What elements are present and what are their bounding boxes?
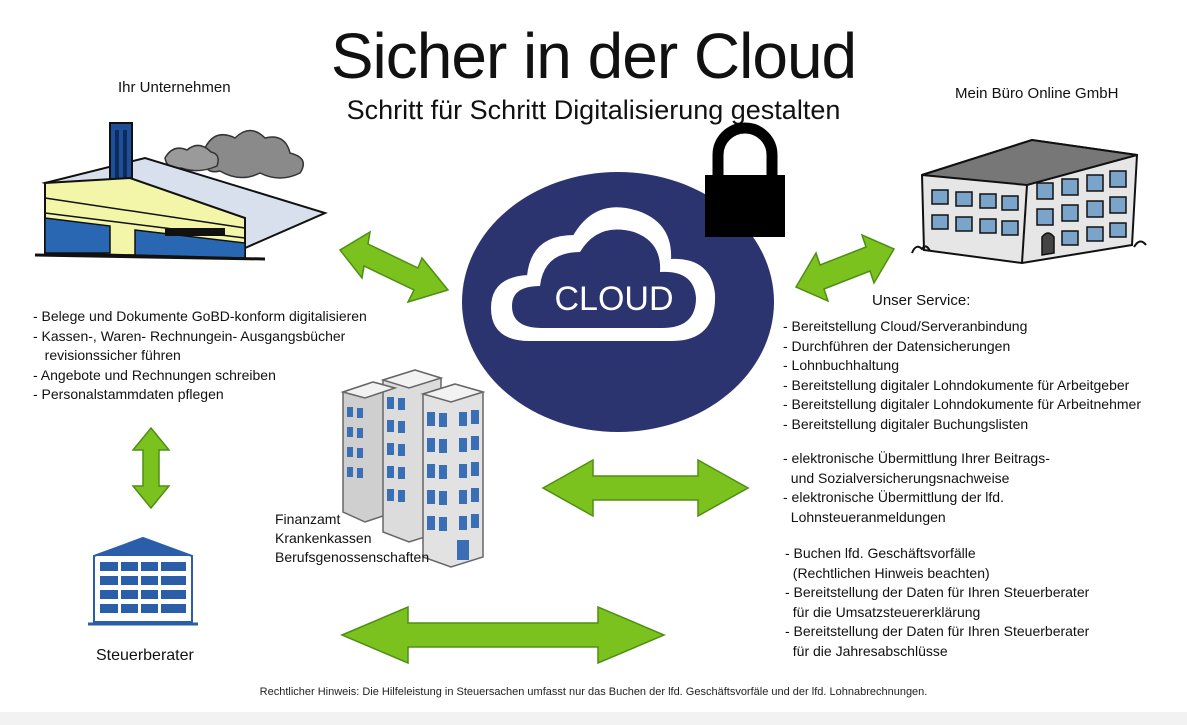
- list-item: - Kassen-, Waren- Rechnungein- Ausgangsb…: [33, 327, 346, 344]
- list-item: - Lohnbuchhaltung: [783, 357, 899, 373]
- left-company-heading: Ihr Unternehmen: [118, 79, 231, 96]
- list-item: - Angebote und Rechnungen schreiben: [33, 366, 276, 383]
- list-item: - Bereitstellung der Daten für Ihren Ste…: [785, 623, 1090, 639]
- cloud-label: CLOUD: [554, 280, 673, 318]
- list-item: für die Jahresabschlüsse: [785, 642, 948, 659]
- arrow-bottom-horizontal: [340, 605, 666, 665]
- page-title: Sicher in der Cloud: [330, 20, 857, 92]
- list-item: - Bereitstellung der Daten für Ihren Ste…: [785, 584, 1090, 600]
- authorities-labels: Finanzamt Krankenkassen Berufsgenossensc…: [275, 510, 429, 567]
- list-item: - Personalstammdaten pflegen: [33, 386, 224, 402]
- arrow-right-cloud: [794, 233, 896, 303]
- list-item: - Bereitstellung digitaler Lohndokumente…: [783, 396, 1141, 412]
- office-building-icon: [911, 138, 1147, 265]
- authority-buildings-icon: [340, 369, 486, 568]
- arrow-middle-horizontal: [541, 458, 750, 518]
- company-building-icon: [34, 122, 328, 261]
- legal-footnote: Rechtlicher Hinweis: Die Hilfeleistung i…: [259, 686, 928, 698]
- list-item: und Sozialversicherungsnachweise: [783, 469, 1010, 486]
- tax-advisor-building-icon: [88, 536, 198, 626]
- arrow-vertical-left: [131, 426, 171, 510]
- list-item: - elektronische Übermittlung der lfd.: [783, 489, 1004, 505]
- list-item: - Belege und Dokumente GoBD-konform digi…: [33, 308, 367, 324]
- right-company-heading: Mein Büro Online GmbH: [955, 85, 1119, 102]
- list-item: - Durchführen der Datensicherungen: [783, 337, 1011, 354]
- list-item: - Bereitstellung digitaler Lohndokumente…: [783, 376, 1130, 393]
- service-list-1: - Bereitstellung Cloud/Serveranbindung -…: [783, 317, 1141, 434]
- list-item: für die Umsatzsteuererklärung: [785, 603, 981, 620]
- cloud-diagram: CLOUD: [462, 172, 774, 432]
- padlock-icon: [705, 122, 785, 237]
- left-task-list: - Belege und Dokumente GoBD-konform digi…: [33, 307, 367, 405]
- service-list-2: - elektronische Übermittlung Ihrer Beitr…: [783, 449, 1050, 527]
- authority-label: Finanzamt: [275, 511, 341, 527]
- bottom-strip: [0, 712, 1187, 725]
- list-item: - Bereitstellung digitaler Buchungsliste…: [783, 415, 1029, 432]
- service-heading: Unser Service:: [872, 292, 971, 309]
- service-list-3: - Buchen lfd. Geschäftsvorfälle (Rechtli…: [785, 544, 1089, 661]
- list-item: - Buchen lfd. Geschäftsvorfälle: [785, 545, 976, 561]
- authority-label: Krankenkassen: [275, 530, 372, 546]
- list-item: - elektronische Übermittlung Ihrer Beitr…: [783, 450, 1050, 466]
- list-item: Lohnsteueranmeldungen: [783, 508, 946, 525]
- authority-label: Berufsgenossenschaften: [275, 549, 430, 565]
- list-item: revisionssicher führen: [33, 347, 181, 363]
- list-item: - Bereitstellung Cloud/Serveranbindung: [783, 318, 1028, 334]
- tax-advisor-label: Steuerberater: [96, 647, 194, 664]
- page-subtitle: Schritt für Schritt Digitalisierung gest…: [346, 95, 841, 125]
- arrow-left-cloud: [338, 230, 450, 304]
- list-item: (Rechtlichen Hinweis beachten): [785, 564, 990, 581]
